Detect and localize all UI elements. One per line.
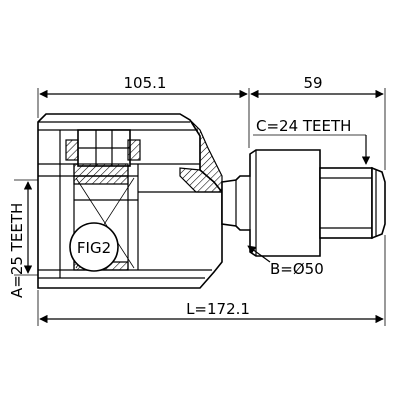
outer-spline-leader — [253, 134, 371, 165]
shaft-stem — [221, 149, 386, 257]
ball-cage — [65, 129, 141, 177]
dim-length-label: L=172.1 — [186, 300, 250, 318]
diameter-leader — [247, 245, 271, 263]
bottom-dimension-lines — [37, 235, 386, 326]
top-dimension-lines — [37, 88, 386, 170]
fig2-label: FIG2 — [77, 239, 111, 257]
fig2-circle — [69, 222, 119, 272]
dim-59-label: 59 — [303, 74, 322, 92]
dim-105-label: 105.1 — [124, 74, 167, 92]
outer-spline-label: C=24 TEETH — [256, 117, 351, 135]
housing-hatch-lower — [179, 167, 224, 193]
dim-inner-spline-label: A=25 TEETH — [8, 203, 26, 298]
diameter-label: B=Ø50 — [270, 260, 324, 278]
